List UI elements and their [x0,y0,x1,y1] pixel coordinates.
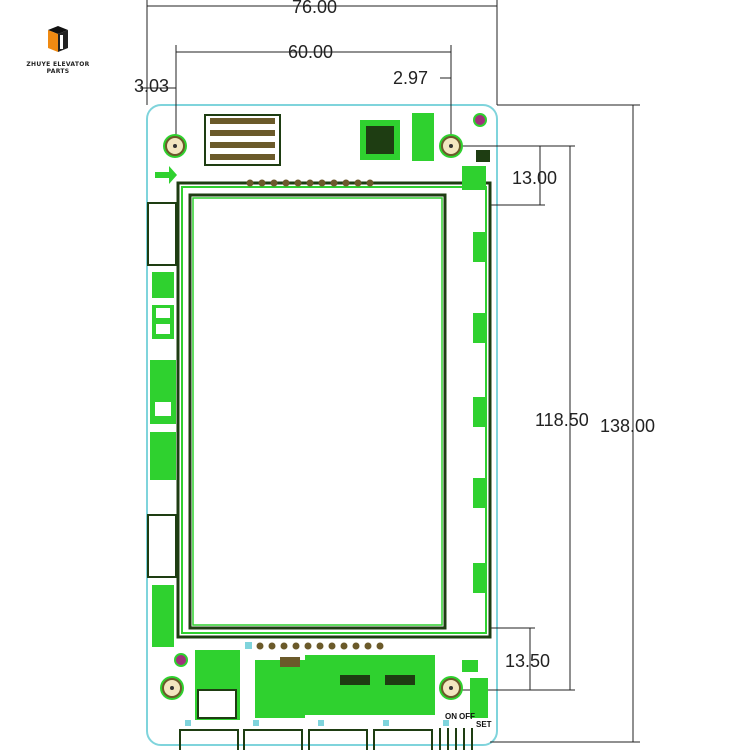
bottom-components [195,650,488,720]
top-components [155,113,490,190]
switch-label-off: OFF [459,712,475,721]
switch-label-on: ON [445,712,457,721]
bottom-connectors [179,728,473,750]
brand-logo: ZHUYE ELEVATOR PARTS [18,24,98,75]
dim-top-offset: 13.00 [512,168,557,188]
left-components [147,202,177,647]
display-area [188,193,447,630]
right-pads [473,232,485,593]
board-outline [146,104,498,746]
header-pins-top [246,179,374,187]
dim-overall-height: 138.00 [600,416,655,436]
mounting-holes [160,113,487,700]
dim-left-offset: 3.03 [134,76,169,96]
logo-box-icon [48,26,68,52]
brand-name: ZHUYE ELEVATOR PARTS [26,61,90,75]
switch-label-set: SET [476,720,492,729]
dim-hole-spacing-width: 60.00 [288,42,333,62]
dimension-lines [140,0,640,743]
header-pins-bottom [245,642,384,650]
dim-hole-spacing-height: 118.50 [535,410,589,430]
dim-right-offset: 2.97 [393,68,428,88]
dim-overall-width: 76.00 [292,0,337,17]
dim-bottom-offset: 13.50 [505,651,550,671]
connector-pin1-markers [185,720,449,726]
